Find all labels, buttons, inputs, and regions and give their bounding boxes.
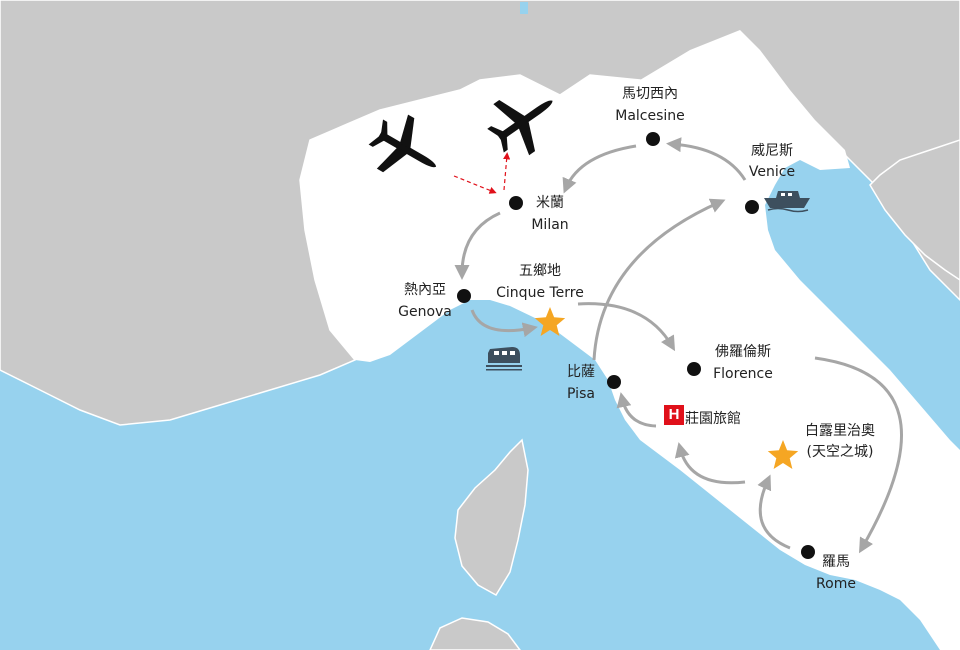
flight-arrow-departure bbox=[503, 152, 511, 191]
city-name-zh: 白露里治奧 bbox=[805, 423, 875, 439]
city-label-venice: 威尼斯 Venice bbox=[749, 143, 795, 181]
city-label-cinque-terre: 五鄉地 Cinque Terre bbox=[496, 263, 584, 302]
route-malcesine-milan bbox=[562, 144, 637, 194]
city-name-en: Malcesine bbox=[615, 108, 685, 124]
city-subtitle: (天空之城) bbox=[806, 444, 874, 460]
city-name-zh: 羅馬 bbox=[821, 554, 850, 570]
airplane-icon bbox=[368, 114, 437, 173]
city-name-zh: 馬切西內 bbox=[622, 86, 678, 102]
city-name-zh: 比薩 bbox=[567, 364, 595, 380]
flight-arrows bbox=[453, 152, 511, 194]
boat-icon bbox=[764, 191, 810, 213]
route-hotel-pisa bbox=[616, 392, 657, 428]
balkan-land bbox=[869, 139, 960, 281]
city-label-genova: 熱內亞 Genova bbox=[398, 282, 452, 321]
city-name-en: Pisa bbox=[567, 386, 595, 402]
corsica-island bbox=[454, 438, 529, 597]
city-name-en: Rome bbox=[816, 576, 856, 592]
city-label-florence: 佛羅倫斯 Florence bbox=[713, 344, 773, 383]
city-label-milan: 米蘭 Milan bbox=[531, 195, 568, 234]
dot-genova bbox=[457, 289, 471, 303]
route-arrows bbox=[454, 137, 903, 554]
star-icon bbox=[767, 440, 799, 469]
route-rome-bagnoregio bbox=[757, 474, 791, 550]
city-name-en: Genova bbox=[398, 304, 452, 320]
city-name-zh: 米蘭 bbox=[536, 195, 564, 211]
sardinia-tip bbox=[429, 617, 521, 650]
route-milan-genova bbox=[454, 211, 501, 280]
dot-venice bbox=[745, 200, 759, 214]
city-name-en: Florence bbox=[713, 366, 773, 382]
route-pisa-venice bbox=[592, 198, 726, 361]
city-dots bbox=[457, 132, 815, 559]
route-genova-cinque bbox=[470, 309, 538, 338]
italy-land bbox=[300, 30, 960, 650]
city-name-en: Venice bbox=[748, 164, 796, 180]
city-label-malcesine: 馬切西內 Malcesine bbox=[615, 86, 685, 125]
dot-florence bbox=[687, 362, 701, 376]
hotel-label: 莊園旅館 bbox=[685, 411, 741, 427]
city-name-zh: 威尼斯 bbox=[751, 143, 793, 159]
city-name-zh: 五鄉地 bbox=[519, 263, 561, 279]
dot-milan bbox=[509, 196, 523, 210]
lake-garda bbox=[520, 2, 528, 14]
route-bagnoregio-hotel bbox=[674, 442, 746, 485]
train-icon bbox=[486, 347, 522, 371]
airplane-icon bbox=[487, 99, 553, 156]
city-name-en: Cinque Terre bbox=[496, 285, 584, 301]
dot-rome bbox=[801, 545, 815, 559]
city-label-rome: 羅馬 Rome bbox=[816, 554, 856, 593]
city-name-en: Milan bbox=[531, 217, 569, 233]
flight-arrow-arrival bbox=[453, 175, 497, 194]
route-cinque-florence bbox=[577, 302, 676, 352]
hotel-icon: H bbox=[664, 405, 684, 425]
route-florence-rome bbox=[814, 356, 903, 554]
city-label-pisa: 比薩 Pisa bbox=[567, 364, 595, 403]
city-name-zh: 佛羅倫斯 bbox=[714, 344, 771, 360]
star-icon bbox=[534, 307, 566, 336]
dot-malcesine bbox=[646, 132, 660, 146]
city-label-bagnoregio: 白露里治奧 (天空之城) bbox=[805, 423, 875, 461]
route-venice-malcesine bbox=[666, 137, 747, 181]
dot-pisa bbox=[607, 375, 621, 389]
city-name-zh: 熱內亞 bbox=[403, 282, 446, 298]
